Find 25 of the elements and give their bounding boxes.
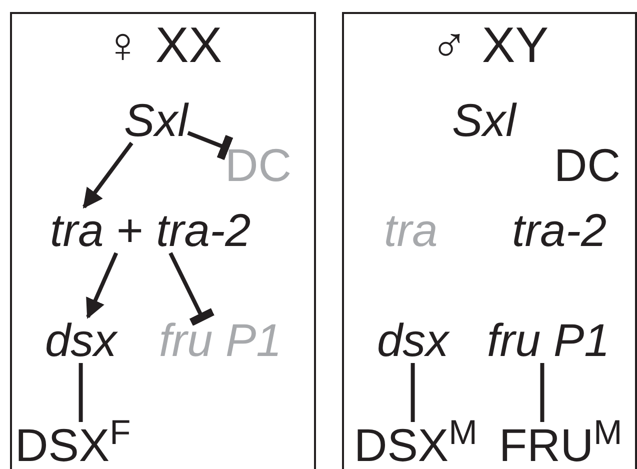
dosage-compensation-label: DC [554,142,620,188]
panel [342,12,637,469]
gene-label: fru P1 [159,317,282,363]
activation-arrow [86,252,118,319]
panel-title: ♂ XY [429,20,550,70]
inhibition-line [187,131,234,160]
gene-label: tra-2 [512,207,607,253]
panel [10,12,316,469]
inhibition-line [168,252,214,326]
gene-label: tra [384,207,438,253]
panel-title: ♀ XX [102,20,224,70]
protein-label: DSX$^{M}$ [354,422,478,468]
gene-label: fru P1 [487,317,610,363]
gene-label: dsx [45,317,117,363]
connector-line [410,363,415,422]
gene-label: dsx [377,317,449,363]
gene-label: Sxl [452,97,516,143]
protein-label: DSX$^{F}$ [15,422,131,468]
dosage-compensation-label: DC [225,142,292,188]
gene-label: Sxl [124,97,188,143]
protein-label: FRU$^{M}$ [499,422,622,468]
connector-line [78,363,83,422]
connector-line [540,363,544,422]
gene-pair-label: tra + tra-2 [50,207,251,253]
activation-arrow [82,142,134,209]
